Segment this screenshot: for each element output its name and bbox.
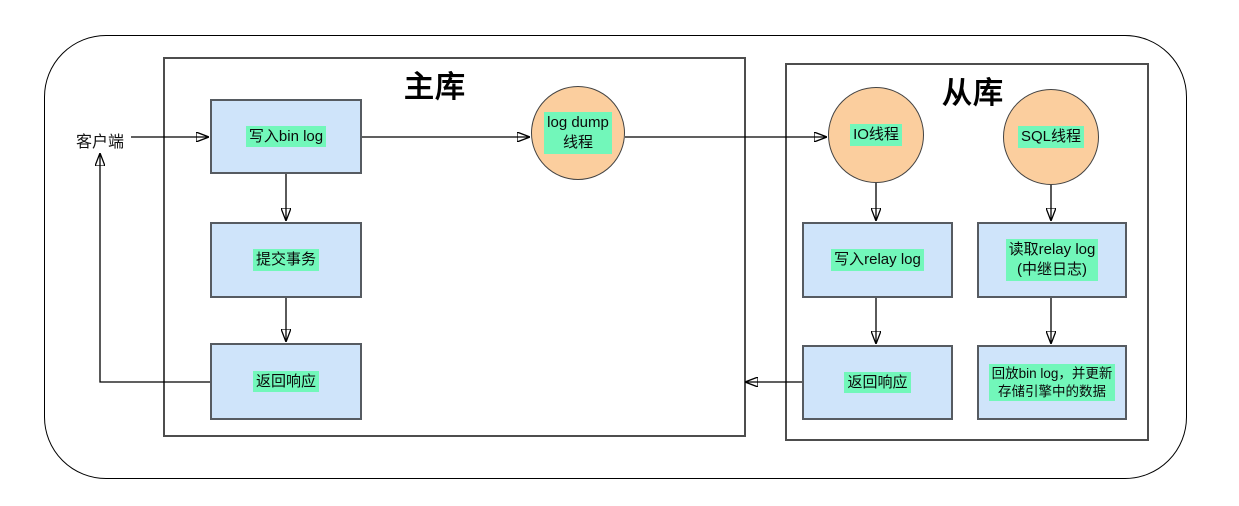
node-log-dump-thread-label: log dump 线程 (544, 112, 612, 154)
node-io-thread-label: IO线程 (850, 124, 902, 146)
node-slave-return-response: 返回响应 (802, 345, 953, 420)
node-write-relay-log: 写入relay log (802, 222, 953, 298)
node-io-thread: IO线程 (828, 87, 924, 183)
node-write-binlog: 写入bin log (210, 99, 362, 174)
node-slave-return-response-label: 返回响应 (844, 371, 911, 394)
node-master-return-response: 返回响应 (210, 343, 362, 420)
node-replay-binlog: 回放bin log，并更新 存储引擎中的数据 (977, 345, 1127, 420)
node-master-return-response-label: 返回响应 (252, 370, 319, 393)
node-log-dump-thread: log dump 线程 (531, 86, 625, 180)
node-write-relay-log-label: 写入relay log (831, 249, 924, 271)
node-replay-binlog-label: 回放bin log，并更新 存储引擎中的数据 (988, 363, 1116, 402)
node-sql-thread-label: SQL线程 (1017, 126, 1084, 148)
slave-zone-title: 从库 (942, 77, 1004, 110)
master-zone-title: 主库 (404, 71, 466, 104)
node-commit-transaction: 提交事务 (210, 222, 362, 298)
node-read-relay-log-label: 读取relay log (中继日志) (1005, 239, 1099, 281)
node-commit-transaction-label: 提交事务 (252, 249, 319, 271)
node-write-binlog-label: 写入bin log (245, 125, 327, 148)
node-read-relay-log: 读取relay log (中继日志) (977, 222, 1127, 298)
client-label: 客户端 (75, 134, 124, 151)
node-sql-thread: SQL线程 (1003, 89, 1099, 185)
outer-rounded-container (44, 35, 1187, 479)
